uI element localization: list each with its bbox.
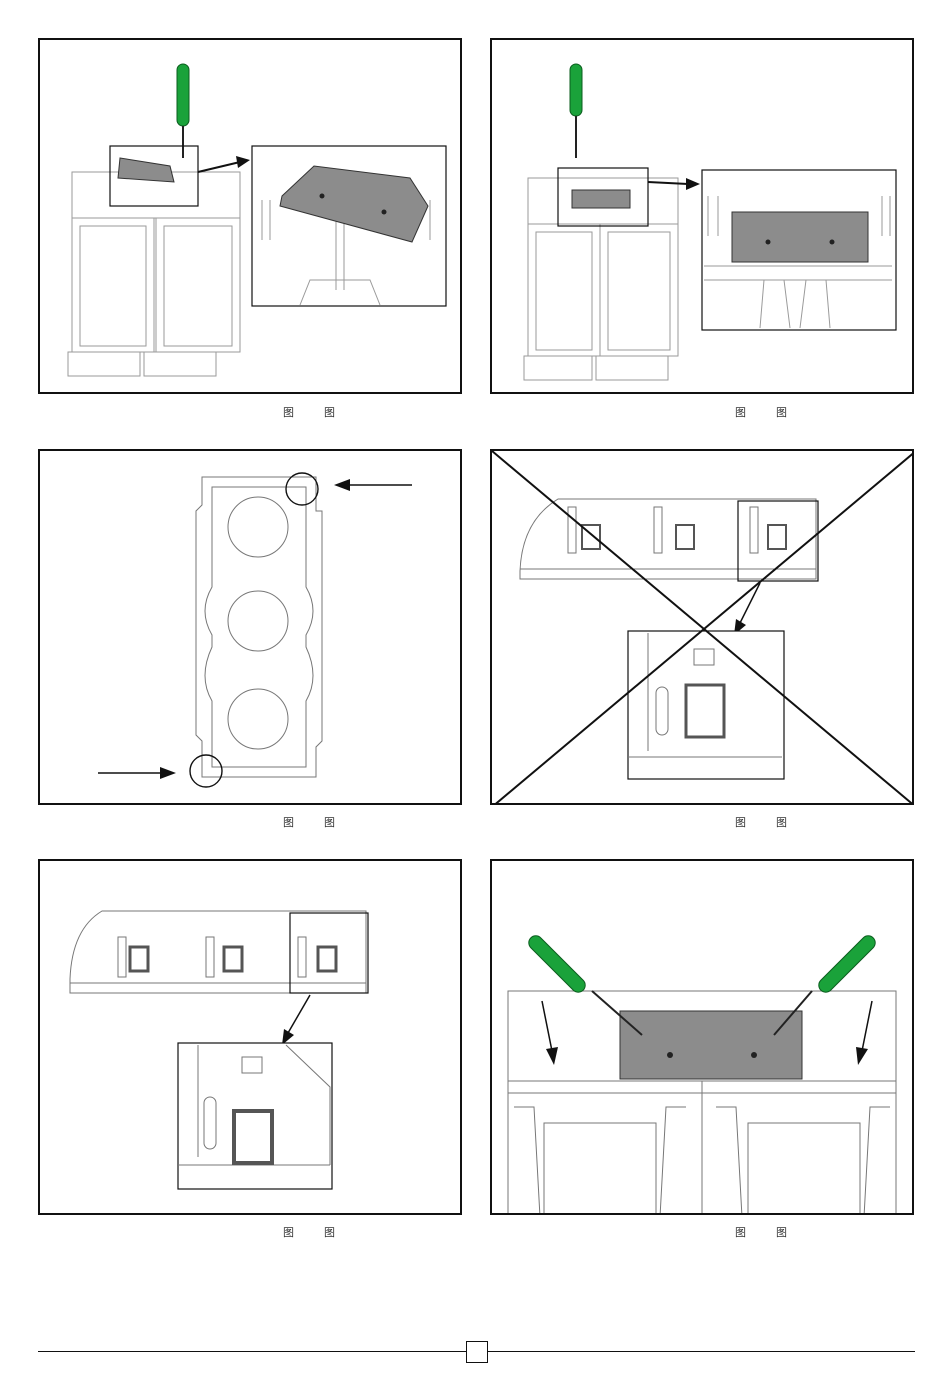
page-number-box: [466, 1341, 488, 1363]
arrow-icon: [198, 156, 250, 172]
caption-char: 图: [735, 814, 746, 830]
arrow-icon: [734, 583, 760, 635]
arrow-icon: [98, 767, 176, 779]
arrow-icon: [648, 178, 700, 190]
arrow-icon: [856, 1001, 872, 1065]
caption-char: 图: [324, 814, 335, 830]
figure-caption-2: 图图: [735, 404, 817, 420]
switch-side-view: [70, 911, 366, 993]
figure-caption-4: 图图: [735, 814, 817, 830]
screwdriver-icon: [570, 64, 582, 158]
figure-panel-2: [490, 38, 914, 394]
arrow-icon: [282, 995, 310, 1045]
figure-2-drawing: [492, 40, 914, 394]
switch-body: [68, 172, 240, 376]
caption-char: 图: [776, 404, 787, 420]
gray-plate: [572, 190, 630, 208]
arrow-icon: [542, 1001, 558, 1065]
caption-char: 图: [735, 1224, 746, 1240]
figure-6-drawing: [492, 861, 914, 1215]
figure-panel-6: [490, 859, 914, 1215]
figure-caption-1: 图图: [283, 404, 365, 420]
figure-4-drawing: [492, 451, 914, 805]
figure-panel-5: [38, 859, 462, 1215]
caption-char: 图: [324, 404, 335, 420]
caption-char: 图: [776, 814, 787, 830]
caption-char: 图: [324, 1224, 335, 1240]
screwdriver-icon: [177, 64, 189, 158]
caption-char: 图: [283, 1224, 294, 1240]
figure-caption-6: 图图: [735, 1224, 817, 1240]
figure-caption-5: 图图: [283, 1224, 365, 1240]
gray-plate: [620, 1011, 802, 1079]
figure-3-drawing: [40, 451, 462, 805]
figure-caption-3: 图图: [283, 814, 365, 830]
figure-1-drawing: [40, 40, 462, 394]
figure-5-drawing: [40, 861, 462, 1215]
caption-char: 图: [283, 404, 294, 420]
arrow-icon: [334, 479, 412, 491]
caption-char: 图: [283, 814, 294, 830]
figure-panel-4: [490, 449, 914, 805]
callout-box: [290, 913, 368, 993]
caption-char: 图: [776, 1224, 787, 1240]
highlight-circle: [190, 755, 222, 787]
highlight-circle: [286, 473, 318, 505]
screwdriver-icon: [526, 933, 642, 1035]
figure-panel-3: [38, 449, 462, 805]
figure-panel-1: [38, 38, 462, 394]
zoom-box: [178, 1043, 332, 1189]
switch-top-view: [196, 477, 322, 777]
gray-plate: [118, 158, 174, 182]
caption-char: 图: [735, 404, 746, 420]
